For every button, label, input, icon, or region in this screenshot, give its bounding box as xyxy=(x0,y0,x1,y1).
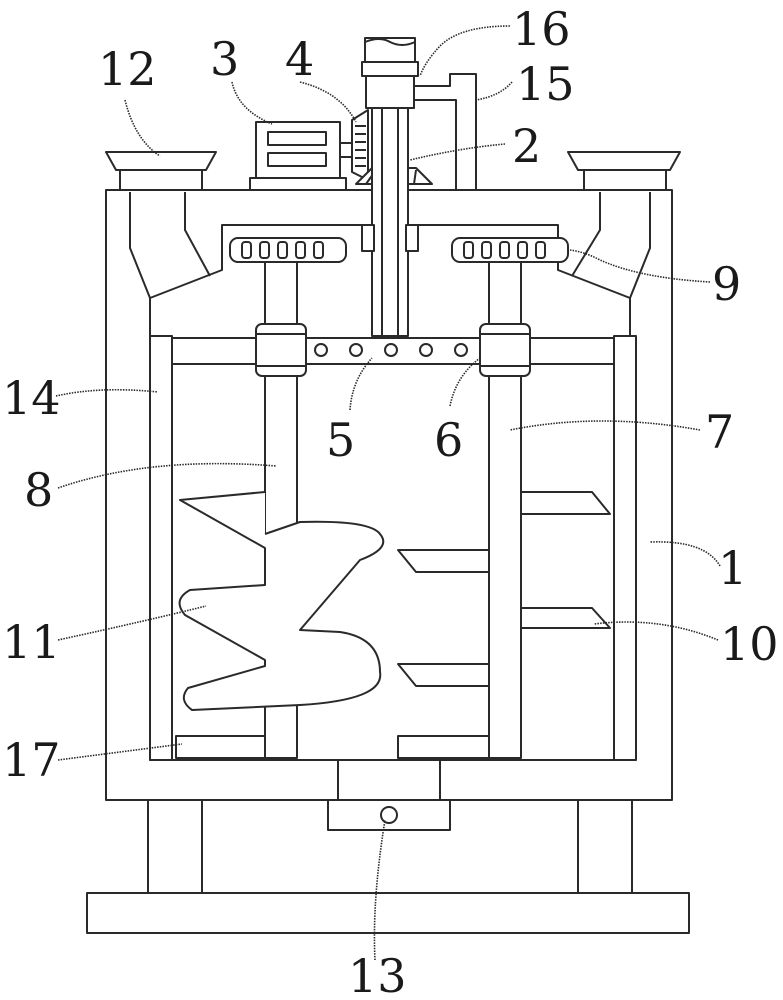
bottom-scraper-17 xyxy=(176,736,265,758)
right-hopper-neck xyxy=(584,170,666,190)
right-leg xyxy=(578,800,632,893)
main-shaft xyxy=(372,108,408,336)
beam-hole-1 xyxy=(315,344,327,356)
leader-15 xyxy=(476,82,512,100)
right-hopper-cup xyxy=(568,152,680,170)
bracket-15 xyxy=(414,74,476,190)
motor-fin-top xyxy=(268,132,326,145)
label-10: 10 xyxy=(720,617,779,671)
motor-shaft xyxy=(340,143,352,157)
motor-base xyxy=(250,178,346,190)
label-8: 8 xyxy=(24,463,53,517)
motor xyxy=(250,122,352,190)
left-scraper-14 xyxy=(150,336,172,760)
beam-hole-5 xyxy=(455,344,467,356)
beam-hole-2 xyxy=(350,344,362,356)
discharge-outlet xyxy=(328,760,450,830)
bearing-housing-16 xyxy=(366,76,414,108)
base-plate xyxy=(87,893,689,933)
valve-knob xyxy=(381,807,397,823)
leader-4 xyxy=(300,82,356,122)
left-hopper-neck xyxy=(120,170,202,190)
label-1: 1 xyxy=(718,541,747,595)
leader-12 xyxy=(125,100,160,156)
left-hopper-cup xyxy=(106,152,216,170)
leader-16 xyxy=(420,26,510,76)
label-3: 3 xyxy=(210,32,239,86)
label-16: 16 xyxy=(512,2,571,56)
left-leg xyxy=(148,800,202,893)
leader-13 xyxy=(374,820,385,960)
label-12: 12 xyxy=(98,42,157,96)
coupling-ring xyxy=(362,62,418,76)
label-9: 9 xyxy=(712,257,741,311)
left-bearing xyxy=(256,324,306,376)
beam-hole-4 xyxy=(420,344,432,356)
leader-3 xyxy=(232,82,272,124)
beam-hole-3 xyxy=(385,344,397,356)
label-11: 11 xyxy=(2,615,61,669)
seal-left xyxy=(362,225,374,251)
motor-body xyxy=(256,122,340,178)
bottom-scraper-right xyxy=(398,736,489,758)
label-4: 4 xyxy=(285,32,314,86)
cross-beam xyxy=(160,338,616,364)
label-15: 15 xyxy=(516,57,575,111)
label-14: 14 xyxy=(2,371,61,425)
label-7: 7 xyxy=(705,405,734,459)
seal-right xyxy=(406,225,418,251)
label-5: 5 xyxy=(326,413,355,467)
label-2: 2 xyxy=(512,119,541,173)
outlet-pipe xyxy=(338,760,440,800)
motor-fin-bottom xyxy=(268,153,326,166)
label-17: 17 xyxy=(2,733,61,787)
label-6: 6 xyxy=(434,413,463,467)
label-13: 13 xyxy=(348,949,407,1000)
right-scraper xyxy=(614,336,636,760)
right-bearing-6 xyxy=(480,324,530,376)
